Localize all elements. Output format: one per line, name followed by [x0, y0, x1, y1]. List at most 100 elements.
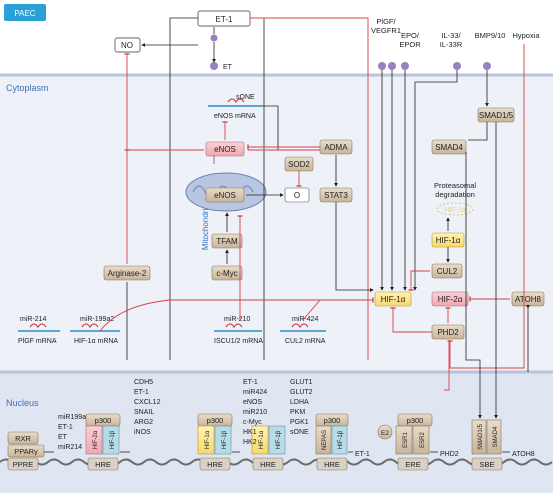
hre3a-target-3: miR210	[243, 409, 267, 416]
hre3-hif1b-label: HIF-1β	[276, 430, 282, 449]
sbe-box	[471, 457, 503, 471]
ppar-box	[7, 444, 45, 458]
et1-box	[197, 10, 251, 27]
iscu-mrna-label: ISCU1/2 mRNA	[214, 338, 263, 345]
epor-receptor-icon-a	[388, 62, 396, 70]
hre3a-target-4: c-Myc	[243, 419, 262, 426]
hre3-targets-b: GLUT1 GLUT2 LDHA PKM PGK1 sONE	[290, 379, 313, 436]
hre3a-target-2: eNOS	[243, 399, 262, 406]
hif2a-main-label: HIF-2α	[438, 295, 463, 304]
stat3-label: STAT3	[324, 191, 348, 200]
ppre-target-0: miR199a2	[58, 414, 90, 421]
rxr-box	[7, 431, 39, 445]
hre3a-target-5: HK1	[243, 429, 257, 436]
ppre-label: PPRE	[13, 460, 33, 469]
hre2-p300-label: p300	[207, 416, 224, 425]
hre1-target-2: CXCL12	[134, 399, 161, 406]
ere-p300-label: p300	[407, 416, 424, 425]
ere-box	[397, 457, 429, 471]
cul2-box	[431, 263, 463, 279]
ppre-target-2: ET	[58, 434, 68, 441]
hre4-et1-label: ET-1	[355, 451, 370, 458]
extracellular-space	[0, 0, 553, 75]
paec-label: PAEC	[14, 9, 35, 18]
hif1a-box-label: HIF-1α	[436, 236, 461, 245]
hre4-p300-label: p300	[324, 416, 341, 425]
degraded-hif-outline	[436, 202, 474, 216]
hre4-nepas-box	[315, 425, 332, 455]
hre1-hif1b-label: HIF-1β	[110, 430, 116, 449]
pathway-arrows	[99, 17, 530, 391]
sbe-smad15-box	[471, 419, 487, 455]
mitochondrion-label: Mitochondrion	[201, 200, 210, 250]
tfam-box	[211, 233, 243, 249]
mir424-hairpin	[280, 323, 326, 332]
il33r-label: IL-33R	[440, 40, 463, 49]
bmp-label: BMP9/10	[475, 31, 506, 40]
mir214-label: miR-214	[20, 316, 47, 323]
hre4-nepas-label: NEPAS	[322, 430, 328, 450]
hre3a-target-1: miR424	[243, 389, 267, 396]
rxr-label: RXR	[15, 434, 31, 443]
hre3b-target-4: PGK1	[290, 419, 309, 426]
sbe-atoh8-label: ATOH8	[512, 451, 535, 458]
mir210-label: miR-210	[224, 316, 251, 323]
cul2-mrna-label: CUL2 mRNA	[285, 338, 326, 345]
epor-label: EPOR	[399, 40, 421, 49]
ere-phd2-label: PHD2	[440, 451, 459, 458]
hre3b-target-5: sONE	[290, 429, 309, 436]
ppre-targets: miR199a2 ET-1 ET miR214	[58, 414, 90, 451]
hre2-hif1b-box	[214, 425, 232, 455]
hre3-hif1b-box	[268, 425, 286, 455]
no-label: NO	[121, 41, 133, 50]
hre3a-target-0: ET-1	[243, 379, 258, 386]
ppre-box	[7, 457, 39, 471]
degraded-hif-label: HIF-1α	[444, 207, 466, 214]
hre2-box	[199, 457, 231, 471]
hre3a-target-6: HK2	[243, 439, 257, 446]
hre3-hif1a-label: HIF-1α	[259, 430, 265, 449]
sbe-label: SBE	[479, 460, 494, 469]
enos-box-2	[205, 187, 245, 203]
et1-box-label: ET-1	[216, 15, 233, 24]
adma-label: ADMA	[324, 143, 348, 152]
hre4-label: HRE	[324, 460, 340, 469]
paec-badge	[4, 4, 46, 21]
plgf-mrna-label: PlGF mRNA	[18, 338, 57, 345]
no-box	[114, 37, 141, 53]
eta-receptor-icon	[210, 62, 218, 70]
hre3-hif1a-box	[251, 425, 269, 455]
cul2-label: CUL2	[437, 267, 458, 276]
ppre-target-3: miR214	[58, 444, 82, 451]
mir199-label: miR-199a2	[80, 316, 114, 323]
hre1-targets: CDH5 ET-1 CXCL12 SNAIL ARG2 iNOS	[134, 379, 161, 436]
hif-mrna-label: HIF-1α mRNA	[74, 338, 118, 345]
enos-box-1	[205, 141, 245, 157]
eta-label: ET	[223, 64, 233, 71]
receptor-group	[378, 62, 491, 70]
mir199-hairpin	[70, 323, 120, 332]
smad15-label: SMAD1/5	[479, 111, 514, 120]
hre1-hif2a-box	[85, 425, 103, 455]
hre3b-target-2: LDHA	[290, 399, 309, 406]
mir424-label: miR-424	[292, 316, 319, 323]
cytoplasm-zone	[0, 75, 553, 375]
sone-mrna	[208, 98, 262, 107]
hre3-targets-a: ET-1 miR424 eNOS miR210 c-Myc HK1 HK2	[243, 379, 267, 446]
hre4-box	[316, 457, 348, 471]
hre1-target-4: ARG2	[134, 419, 153, 426]
e2-label: E2	[381, 430, 389, 437]
proteasomal-label: Proteasomal	[434, 181, 476, 190]
hre1-label: HRE	[95, 460, 111, 469]
enos-label-1: eNOS	[214, 145, 236, 154]
e2-icon	[377, 424, 393, 440]
mir210-hairpin	[214, 323, 262, 332]
hif2a-main-box	[431, 291, 469, 307]
smad4-label: SMAD4	[435, 143, 463, 152]
enos-label-2: eNOS	[214, 191, 236, 200]
hre1-hif1b-box	[102, 425, 120, 455]
vegfr1-label: VEGFR1	[371, 26, 401, 35]
arginase-label: Arginase-2	[108, 269, 147, 278]
tfam-label: TFAM	[216, 237, 238, 246]
hre3b-target-1: GLUT2	[290, 389, 313, 396]
